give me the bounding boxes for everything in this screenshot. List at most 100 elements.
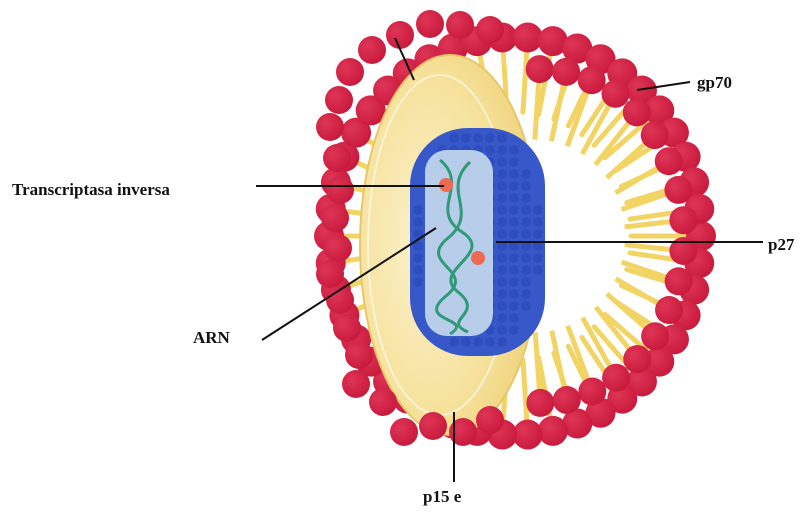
gp70-head <box>578 378 606 406</box>
gp70-head <box>369 388 397 416</box>
capsid-subunit <box>497 169 507 179</box>
gp70-head <box>316 260 344 288</box>
capsid-subunit <box>449 133 459 143</box>
gp70-head <box>513 22 543 52</box>
capsid-subunit <box>485 337 495 347</box>
stalk <box>523 48 527 112</box>
capsid-subunit <box>497 145 507 155</box>
capsid-subunit <box>473 133 483 143</box>
capsid-subunit <box>521 265 531 275</box>
capsid-subunit <box>413 265 423 275</box>
gp70-head <box>446 11 474 39</box>
gp70-head <box>664 176 692 204</box>
capsid-subunit <box>509 265 519 275</box>
gp70-head <box>321 204 349 232</box>
gp70-head <box>476 406 504 434</box>
capsid-subunit <box>497 229 507 239</box>
capsid-subunit <box>497 193 507 203</box>
gp70-head <box>333 314 361 342</box>
gp70-head <box>326 176 354 204</box>
capsid-subunit <box>509 313 519 323</box>
capsid-subunit <box>413 277 423 287</box>
label-rna: ARN <box>193 329 230 346</box>
capsid-subunit <box>521 193 531 203</box>
stalk <box>523 360 527 424</box>
capsid-subunit <box>497 253 507 263</box>
capsid-subunit <box>497 337 507 347</box>
capsid-subunit <box>461 337 471 347</box>
capsid-subunit <box>521 253 531 263</box>
gp70-head <box>345 341 373 369</box>
capsid-subunit <box>413 253 423 263</box>
gp70-head <box>553 386 581 414</box>
label-reverse-transcriptase: Transcriptasa inversa <box>12 181 170 198</box>
gp70-head <box>323 144 351 172</box>
capsid-subunit <box>497 277 507 287</box>
capsid-subunit <box>509 169 519 179</box>
capsid-subunit <box>521 277 531 287</box>
capsid-subunit <box>497 217 507 227</box>
gp70-head <box>526 55 554 83</box>
nucleoid-core <box>425 150 493 336</box>
gp70-head <box>602 80 630 108</box>
capsid-subunit <box>497 325 507 335</box>
reverse-transcriptase-molecule <box>471 251 485 265</box>
capsid-subunit <box>509 193 519 203</box>
gp70-head <box>416 10 444 38</box>
gp70-head <box>476 16 504 44</box>
gp70-head <box>552 58 580 86</box>
gp70-head <box>578 66 606 94</box>
capsid-subunit <box>413 217 423 227</box>
gp70-head <box>665 267 693 295</box>
capsid-subunit <box>521 301 531 311</box>
capsid-subunit <box>521 169 531 179</box>
capsid-subunit <box>533 217 543 227</box>
capsid-subunit <box>509 217 519 227</box>
gp70-head <box>325 86 353 114</box>
capsid-subunit <box>497 265 507 275</box>
gp70-head <box>342 370 370 398</box>
capsid-subunit <box>509 205 519 215</box>
capsid-subunit <box>485 145 495 155</box>
capsid-subunit <box>509 325 519 335</box>
capsid-subunit <box>497 133 507 143</box>
gp70-head <box>538 416 568 446</box>
capsid-subunit <box>485 133 495 143</box>
capsid-subunit <box>461 133 471 143</box>
label-gp70: gp70 <box>697 74 732 91</box>
capsid-subunit <box>509 253 519 263</box>
capsid-subunit <box>533 265 543 275</box>
label-p27: p27 <box>768 236 794 253</box>
capsid-subunit <box>497 181 507 191</box>
gp70-head <box>623 98 651 126</box>
capsid-subunit <box>497 313 507 323</box>
gp70-head <box>390 418 418 446</box>
capsid-subunit <box>509 229 519 239</box>
gp70-head <box>336 58 364 86</box>
gp70-head <box>655 296 683 324</box>
capsid-subunit <box>521 217 531 227</box>
capsid-subunit <box>497 205 507 215</box>
gp70-head <box>623 345 651 373</box>
capsid-subunit <box>521 205 531 215</box>
capsid-subunit <box>533 205 543 215</box>
capsid-subunit <box>497 157 507 167</box>
gp70-head <box>419 412 447 440</box>
capsid-subunit <box>509 289 519 299</box>
label-p15e: p15 e <box>423 488 461 505</box>
capsid-subunit <box>497 301 507 311</box>
gp70-head <box>324 234 352 262</box>
capsid-subunit <box>509 277 519 287</box>
capsid-subunit <box>449 337 459 347</box>
capsid-subunit <box>509 145 519 155</box>
capsid-subunit <box>473 337 483 347</box>
capsid-subunit <box>533 229 543 239</box>
gp70-head <box>526 389 554 417</box>
capsid-subunit <box>521 229 531 239</box>
capsid-subunit <box>497 289 507 299</box>
gp70-head <box>358 36 386 64</box>
gp70-head <box>655 147 683 175</box>
capsid-subunit <box>509 301 519 311</box>
